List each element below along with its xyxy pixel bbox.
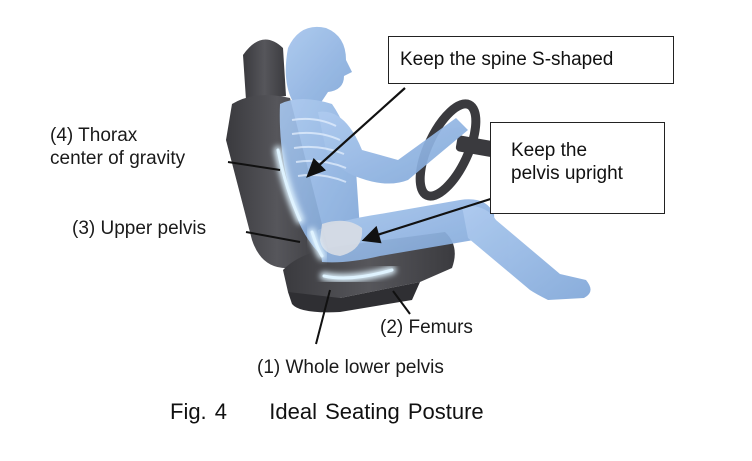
caption-fig-number: Fig. 4 <box>170 399 228 424</box>
label-lower-pelvis: (1) Whole lower pelvis <box>257 357 444 378</box>
callout-pelvis: Keep the pelvis upright <box>490 122 665 214</box>
callout-pelvis-line1: Keep the <box>511 140 588 161</box>
pelvis <box>320 220 363 256</box>
label-thorax-line1: (4) Thorax <box>50 125 138 146</box>
callout-spine: Keep the spine S-shaped <box>388 36 674 84</box>
callout-arrows <box>306 87 501 244</box>
label-upper-pelvis: (3) Upper pelvis <box>72 218 207 239</box>
leader-lines <box>227 161 411 345</box>
support-highlights <box>274 146 396 282</box>
label-femurs: (2) Femurs <box>380 317 473 338</box>
callout-pelvis-line2: pelvis upright <box>511 163 623 184</box>
label-thorax: (4) Thorax center of gravity <box>50 124 185 170</box>
label-thorax-line2: center of gravity <box>50 148 186 169</box>
caption-title: Ideal Seating Posture <box>269 399 484 424</box>
figure-caption: Fig. 4 Ideal Seating Posture <box>170 399 484 425</box>
callout-spine-text: Keep the spine S-shaped <box>400 49 614 70</box>
ribcage <box>291 117 347 183</box>
